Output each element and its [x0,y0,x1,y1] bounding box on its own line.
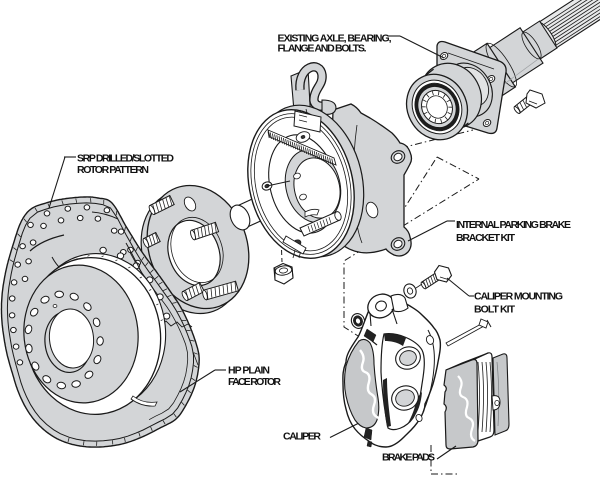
svg-text:INTERNAL PARKING BRAKE: INTERNAL PARKING BRAKE [456,219,571,231]
svg-text:SRP DRILLED/SLOTTED: SRP DRILLED/SLOTTED [77,153,174,165]
svg-text:BRACKET KIT: BRACKET KIT [456,232,516,244]
svg-text:CALIPER MOUNTING: CALIPER MOUNTING [474,291,563,303]
svg-text:BRAKE PADS: BRAKE PADS [382,452,435,464]
svg-text:CALIPER: CALIPER [283,431,321,443]
svg-text:BOLT KIT: BOLT KIT [474,304,516,316]
svg-text:HP PLAIN: HP PLAIN [228,365,270,377]
svg-text:FACE ROTOR: FACE ROTOR [228,376,281,388]
svg-text:ROTOR PATTERN: ROTOR PATTERN [77,164,149,176]
svg-text:EXISTING AXLE, BEARING,: EXISTING AXLE, BEARING, [278,33,392,45]
svg-text:FLANGE AND BOLTS.: FLANGE AND BOLTS. [278,43,367,55]
